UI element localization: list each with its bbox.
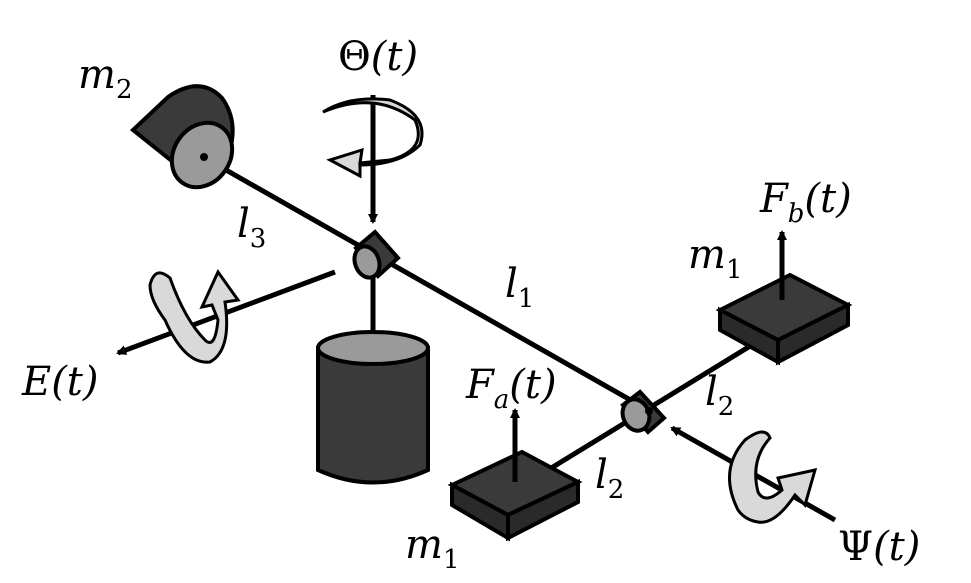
beam-l3-l1 xyxy=(203,155,650,413)
label-m1-top: m1 xyxy=(688,232,742,285)
theta-rotation-arrow xyxy=(322,97,424,179)
label-m1-bottom: m1 xyxy=(405,522,459,575)
label-theta: Θ(t) xyxy=(338,34,418,80)
label-l1: l1 xyxy=(505,261,534,314)
m2-cylinder xyxy=(129,84,235,190)
label-e: E(t) xyxy=(21,359,99,405)
label-l2-right: l2 xyxy=(705,369,734,422)
label-psi: Ψ(t) xyxy=(838,524,920,570)
pivot-hub xyxy=(352,229,401,280)
label-m2: m2 xyxy=(78,52,132,105)
label-fa: Fa(t) xyxy=(465,362,557,415)
arm-hub xyxy=(620,389,667,435)
e-rotation-arrow xyxy=(148,269,241,364)
m1-bottom-box xyxy=(447,449,583,542)
psi-rotation-arrow xyxy=(728,430,818,524)
label-l3: l3 xyxy=(237,201,266,254)
m1-top-box xyxy=(715,272,853,366)
label-fb: Fb(t) xyxy=(759,176,852,229)
label-l2-left: l2 xyxy=(595,452,624,505)
base-cylinder xyxy=(316,330,430,485)
